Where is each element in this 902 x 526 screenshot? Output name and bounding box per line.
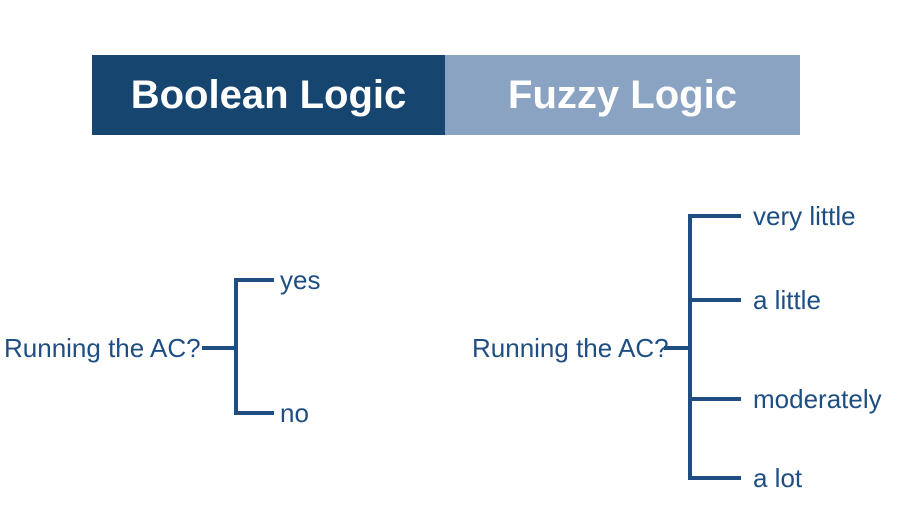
boolean-option-no: no (280, 398, 309, 428)
boolean-question-stub-line (202, 346, 236, 350)
boolean-vertical-line (234, 278, 238, 415)
boolean-branch-line-no (238, 411, 274, 415)
boolean-branch-line-yes (238, 278, 274, 282)
fuzzy-option-moderately: moderately (753, 384, 882, 414)
fuzzy-branch-line-a-lot (692, 476, 741, 480)
fuzzy-option-a-little: a little (753, 285, 821, 315)
fuzzy-branch-line-moderately (692, 397, 741, 401)
fuzzy-vertical-line (688, 214, 692, 480)
fuzzy-branch-line-a-little (692, 298, 741, 302)
header-boolean-label: Boolean Logic (130, 72, 407, 117)
fuzzy-option-very-little: very little (753, 201, 856, 231)
boolean-option-yes: yes (280, 265, 321, 295)
fuzzy-option-a-lot: a lot (753, 463, 803, 493)
header-fuzzy-logic: Fuzzy Logic (445, 55, 800, 135)
header-fuzzy-label: Fuzzy Logic (508, 72, 737, 117)
fuzzy-question-label: Running the AC? (472, 333, 669, 363)
header-boolean-logic: Boolean Logic (92, 55, 445, 135)
fuzzy-question-stub-line (664, 346, 688, 350)
fuzzy-branch-line-very-little (692, 214, 741, 218)
boolean-question-label: Running the AC? (4, 333, 201, 363)
